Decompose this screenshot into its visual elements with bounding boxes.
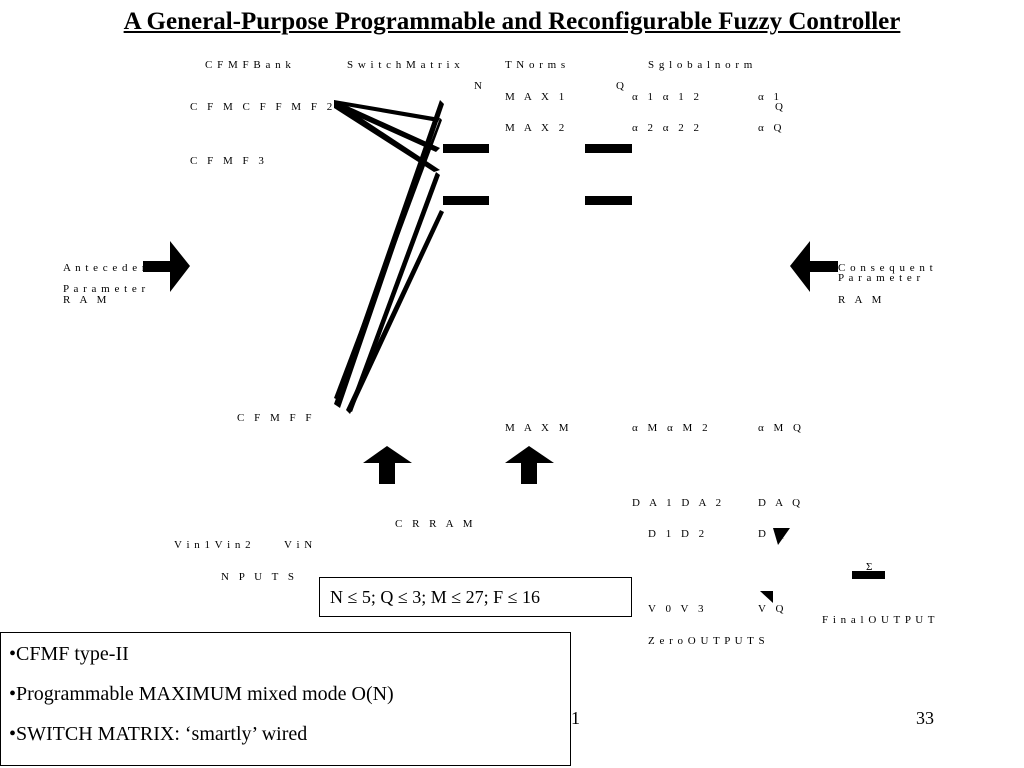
s-norm-label: S g l o b a l n o r m bbox=[648, 59, 754, 71]
alpha-m-label: α M α M 2 bbox=[632, 422, 712, 434]
wire-6 bbox=[346, 210, 444, 414]
t-norms-label: T N o r m s bbox=[505, 59, 567, 71]
footer-text: 1 bbox=[571, 708, 580, 728]
sigma-block bbox=[852, 571, 885, 579]
arrow-right-icon bbox=[143, 241, 190, 292]
antecedent-label: A n t e c e d e n t bbox=[63, 262, 157, 274]
daq-label: D A Q bbox=[758, 497, 804, 509]
wire-2 bbox=[334, 100, 440, 152]
note-item: •CFMF type-II bbox=[9, 643, 129, 665]
alpha-mq-label: α M Q bbox=[758, 422, 805, 434]
wire-5 bbox=[334, 100, 444, 408]
sigma-label: Σ bbox=[866, 561, 876, 573]
da-row-label: D A 1 D A 2 bbox=[632, 497, 725, 509]
dd-row-label: D 1 D 2 bbox=[648, 528, 708, 540]
switch-matrix-label: S w i t c h M a t r i x bbox=[347, 59, 461, 71]
vq-label: V Q bbox=[758, 603, 787, 615]
wire-3 bbox=[334, 100, 440, 172]
arrow-left-icon bbox=[790, 241, 838, 292]
triangle-2 bbox=[760, 591, 773, 603]
final-output-label: F i n a l O U T P U T bbox=[822, 614, 936, 626]
n-top-label: N bbox=[474, 80, 486, 92]
constraint-box: N ≤ 5; Q ≤ 3; M ≤ 27; F ≤ 16 bbox=[319, 577, 632, 617]
inputs-vn-label: V i N bbox=[284, 539, 314, 551]
q-under-label: Q bbox=[775, 101, 787, 113]
triangle-1 bbox=[773, 528, 790, 545]
alpha22-label: α 2 α 2 2 bbox=[632, 122, 703, 134]
block-dash-4 bbox=[585, 196, 632, 205]
cram-label: C R R A M bbox=[395, 518, 477, 530]
max2-label: M A X 2 bbox=[505, 122, 568, 134]
alpha1q-label: α 1 bbox=[758, 91, 783, 103]
block-dash-2 bbox=[585, 144, 632, 153]
slide-title: A General-Purpose Programmable and Recon… bbox=[123, 8, 901, 35]
block-dash-3 bbox=[443, 196, 489, 205]
cfmf-f-label: C F M F F bbox=[237, 412, 315, 424]
cfmf3-label: C F M F 3 bbox=[190, 155, 268, 167]
inputs-v-label: V i n 1 V i n 2 bbox=[174, 539, 252, 551]
arrow-up-icon-2 bbox=[505, 446, 554, 484]
zero-outputs-label: Z e r o O U T P U T S bbox=[648, 635, 766, 647]
dq-label: D Q bbox=[758, 528, 788, 540]
alpha11-label: α 1 α 1 2 bbox=[632, 91, 703, 103]
consequent-label: C o n s e q u e n t bbox=[838, 262, 934, 274]
antecedent-parameter-label: P a r a m e t e r bbox=[63, 283, 147, 295]
block-dash-1 bbox=[443, 144, 489, 153]
wire-7 bbox=[348, 172, 440, 412]
notes-box: •CFMF type-II •Programmable MAXIMUM mixe… bbox=[0, 632, 571, 766]
cfmf1-row-label: C F M C F F M F 2 bbox=[190, 101, 336, 113]
max1-label: M A X 1 bbox=[505, 91, 568, 103]
page-number: 33 bbox=[916, 708, 934, 728]
consequent-ram-label: R A M bbox=[838, 294, 885, 306]
v-row-label: V 0 V 3 bbox=[648, 603, 708, 615]
q-top-label: Q bbox=[616, 80, 628, 92]
note-item: •SWITCH MATRIX: ‘smartly’ wired bbox=[9, 723, 308, 745]
wire-1 bbox=[334, 100, 440, 122]
antecedent-ram-label: R A M bbox=[63, 294, 110, 306]
inputs-label: N P U T S bbox=[221, 571, 298, 583]
cfmf-bank-label: C F M F B a n k bbox=[205, 59, 292, 71]
arrow-up-icon-1 bbox=[363, 446, 412, 484]
alpha2q-label: α Q bbox=[758, 122, 785, 134]
maxm-label: M A X M bbox=[505, 422, 572, 434]
consequent-parameter-label: P a r a m e t e r bbox=[838, 272, 922, 284]
note-item: •Programmable MAXIMUM mixed mode O(N) bbox=[9, 683, 394, 705]
